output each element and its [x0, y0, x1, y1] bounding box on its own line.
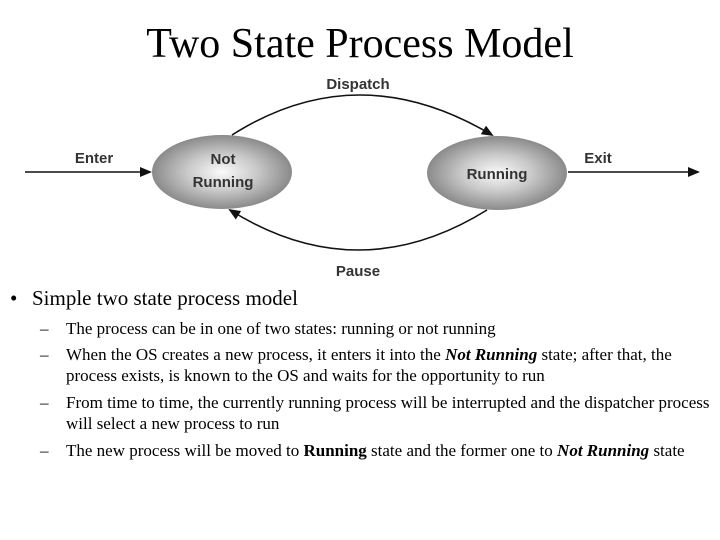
sub-bullet-dash: –	[40, 345, 49, 364]
sub-bullet-dash: –	[40, 441, 49, 460]
sub-bullet-2-text-c: state; after that, the process exists, i…	[66, 345, 672, 385]
dispatch-label: Dispatch	[326, 76, 389, 93]
sub-bullet-2-emphasis: Not Running	[445, 345, 538, 364]
dispatch-arrow	[231, 94, 494, 137]
enter-label: Enter	[75, 150, 114, 167]
pause-label: Pause	[336, 263, 380, 280]
not-running-label-line1: Not	[211, 151, 236, 168]
sub-bullet-4-not-running: Not Running	[557, 441, 650, 460]
sub-bullet-dash: –	[40, 393, 49, 412]
sub-bullet-3: –From time to time, the currently runnin…	[40, 392, 712, 434]
bullet-main-text: Simple two state process model	[32, 286, 298, 310]
sub-bullet-3-text: From time to time, the currently running…	[66, 393, 710, 433]
slide-title: Two State Process Model	[146, 21, 574, 67]
state-diagram: Dispatch Pause Enter Exit Not Running Ru…	[25, 76, 700, 280]
bullet-dot: •	[10, 286, 18, 310]
sub-bullet-1-text: The process can be in one of two states:…	[66, 319, 496, 338]
sub-bullet-4-text-c: state and the former one to	[366, 441, 558, 460]
sub-bullet-2-text-a: When the OS creates a new process, it en…	[66, 345, 446, 364]
sub-bullet-dash: –	[40, 319, 49, 338]
sub-bullet-4-text-e: state	[649, 441, 685, 460]
exit-label: Exit	[584, 150, 612, 167]
bullet-main: • Simple two state process model	[10, 284, 298, 312]
running-label: Running	[467, 166, 528, 183]
not-running-label-line2: Running	[193, 174, 254, 191]
running-state	[427, 136, 567, 210]
not-running-state	[152, 135, 292, 209]
sub-bullet-4-text-a: The new process will be moved to	[66, 441, 304, 460]
pause-arrow	[228, 208, 488, 251]
sub-bullet-1: –The process can be in one of two states…	[40, 318, 712, 339]
sub-bullet-4: –The new process will be moved to Runnin…	[40, 440, 712, 461]
sub-bullet-2: –When the OS creates a new process, it e…	[40, 344, 712, 386]
sub-bullet-4-running: Running	[303, 441, 367, 460]
